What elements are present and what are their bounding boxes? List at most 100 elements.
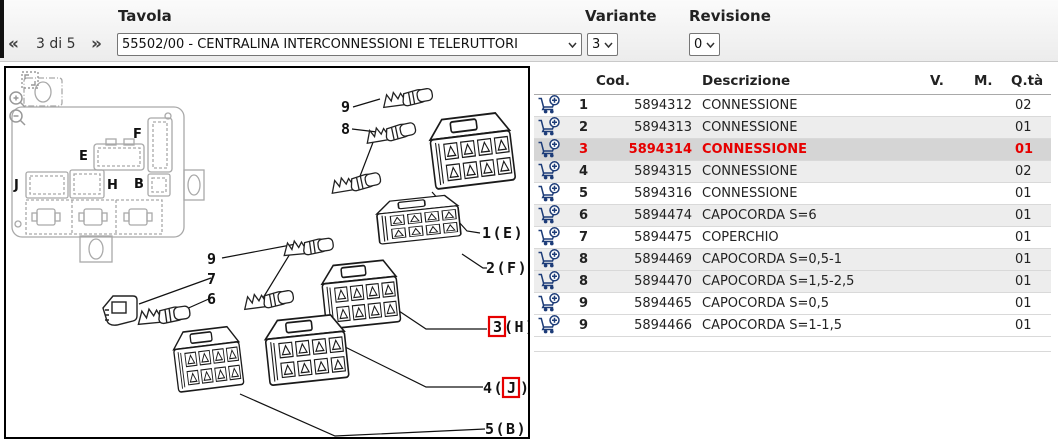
add-to-cart-button[interactable] <box>537 161 561 180</box>
svg-text:J: J <box>507 379 518 397</box>
part-code: 5894475 <box>634 230 692 245</box>
terminal-9a <box>281 235 335 259</box>
part-code: 5894316 <box>634 186 692 201</box>
svg-text:): ) <box>520 379 528 397</box>
svg-text:B: B <box>134 177 144 192</box>
chevron-down-icon <box>706 42 715 48</box>
revisione-select-value: 0 <box>694 37 702 52</box>
part-description: CAPOCORDA S=1,5-2,5 <box>702 274 855 289</box>
cart-plus-icon <box>538 293 560 312</box>
part-code: 5894469 <box>634 252 692 267</box>
svg-text:7: 7 <box>207 270 218 288</box>
part-description: CONNESSIONE <box>702 186 798 201</box>
ref-number: 1 <box>579 98 589 113</box>
svg-text:F: F <box>133 127 142 142</box>
add-to-cart-button[interactable] <box>537 139 561 158</box>
cart-plus-icon <box>538 271 560 290</box>
table-row[interactable]: 8 5894469 CAPOCORDA S=0,5-1 01 <box>534 249 1051 271</box>
part-code: 5894314 <box>628 142 692 157</box>
add-to-cart-button[interactable] <box>537 95 561 114</box>
tavola-select[interactable]: 55502/00 - CENTRALINA INTERCONNESSIONI E… <box>117 33 582 56</box>
part-quantity: 01 <box>1015 274 1032 289</box>
svg-text:E: E <box>79 149 88 164</box>
header-m: M. <box>974 73 993 89</box>
table-row[interactable]: 2 5894313 CONNESSIONE 01 <box>534 117 1051 139</box>
next-tavola-button[interactable]: » <box>91 34 102 54</box>
part-code: 5894474 <box>634 208 692 223</box>
part-code: 5894470 <box>634 274 692 289</box>
cart-plus-icon <box>538 161 560 180</box>
zoom-out-icon[interactable] <box>9 109 26 126</box>
svg-text:5(B): 5(B) <box>485 420 527 437</box>
cart-plus-icon <box>538 315 560 334</box>
add-to-cart-button[interactable] <box>537 315 561 334</box>
terminal-9-top <box>380 85 435 111</box>
part-description: CAPOCORDA S=0,5 <box>702 296 830 311</box>
table-row[interactable]: 7 5894475 COPERCHIO 01 <box>534 227 1051 249</box>
svg-text:9: 9 <box>207 250 218 268</box>
cart-plus-icon <box>538 95 560 114</box>
prev-tavola-button[interactable]: « <box>8 34 19 54</box>
connector-2-F <box>374 193 462 246</box>
ref-number: 7 <box>579 230 589 245</box>
ref-number: 2 <box>579 120 589 135</box>
pan-icon[interactable] <box>21 71 39 89</box>
terminal-8b <box>328 169 383 197</box>
part-quantity: 02 <box>1015 164 1032 179</box>
svg-text:3: 3 <box>493 318 504 336</box>
add-to-cart-button[interactable] <box>537 227 561 246</box>
terminal-8a <box>363 119 418 147</box>
add-to-cart-button[interactable] <box>537 183 561 202</box>
table-row[interactable]: 1 5894312 CONNESSIONE 02 <box>534 95 1051 117</box>
terminal-9b <box>241 287 296 313</box>
connector-1-E <box>426 110 517 191</box>
window-edge <box>0 0 4 58</box>
part-quantity: 01 <box>1015 252 1032 267</box>
part-description: CONNESSIONE <box>702 142 808 157</box>
table-row[interactable]: 3 5894314 CONNESSIONE 01 <box>534 139 1051 161</box>
table-row[interactable]: 6 5894474 CAPOCORDA S=6 01 <box>534 205 1051 227</box>
tavola-label: Tavola <box>118 7 172 25</box>
toolbar: Tavola Variante Revisione « 3 di 5 » 555… <box>0 0 1058 62</box>
part-code: 5894465 <box>634 296 692 311</box>
ref-number: 6 <box>579 208 589 223</box>
part-quantity: 01 <box>1015 296 1032 311</box>
add-to-cart-button[interactable] <box>537 271 561 290</box>
ref-number: 8 <box>579 274 589 289</box>
ref-number: 9 <box>579 296 589 311</box>
add-to-cart-button[interactable] <box>537 293 561 312</box>
part-description: CAPOCORDA S=6 <box>702 208 817 223</box>
add-to-cart-button[interactable] <box>537 205 561 224</box>
add-to-cart-button[interactable] <box>537 117 561 136</box>
svg-text:4(: 4( <box>483 379 504 397</box>
chevron-down-icon <box>568 42 577 48</box>
parts-table: Cod. Descrizione V. M. Q.tà 1 5894312 CO… <box>534 66 1051 352</box>
tavola-position: 3 di 5 <box>36 36 76 52</box>
ref-number: 5 <box>579 186 589 201</box>
table-row[interactable]: 8 5894470 CAPOCORDA S=1,5-2,5 01 <box>534 271 1051 293</box>
connector-5-B <box>170 324 245 394</box>
table-row[interactable]: 4 5894315 CONNESSIONE 02 <box>534 161 1051 183</box>
part-quantity: 01 <box>1015 186 1032 201</box>
cart-plus-icon <box>538 117 560 136</box>
table-row[interactable]: 9 5894465 CAPOCORDA S=0,5 01 <box>534 293 1051 315</box>
variante-select[interactable]: 3 <box>587 33 618 56</box>
table-row[interactable]: 5 5894316 CONNESSIONE 01 <box>534 183 1051 205</box>
add-to-cart-button[interactable] <box>537 249 561 268</box>
table-footer-line <box>534 337 1051 352</box>
table-row[interactable]: 9 5894466 CAPOCORDA S=1-1,5 01 <box>534 315 1051 337</box>
inset-fusebox <box>11 77 205 263</box>
revisione-select[interactable]: 0 <box>689 33 720 56</box>
part-quantity: 01 <box>1015 230 1032 245</box>
part-quantity: 01 <box>1015 120 1032 135</box>
revisione-label: Revisione <box>689 7 771 25</box>
part-code: 5894466 <box>634 318 692 333</box>
part-description: CONNESSIONE <box>702 98 798 113</box>
part-code: 5894313 <box>634 120 692 135</box>
connector-4-J <box>262 312 350 387</box>
zoom-in-icon[interactable] <box>9 91 26 108</box>
table-header: Cod. Descrizione V. M. Q.tà <box>534 66 1051 95</box>
